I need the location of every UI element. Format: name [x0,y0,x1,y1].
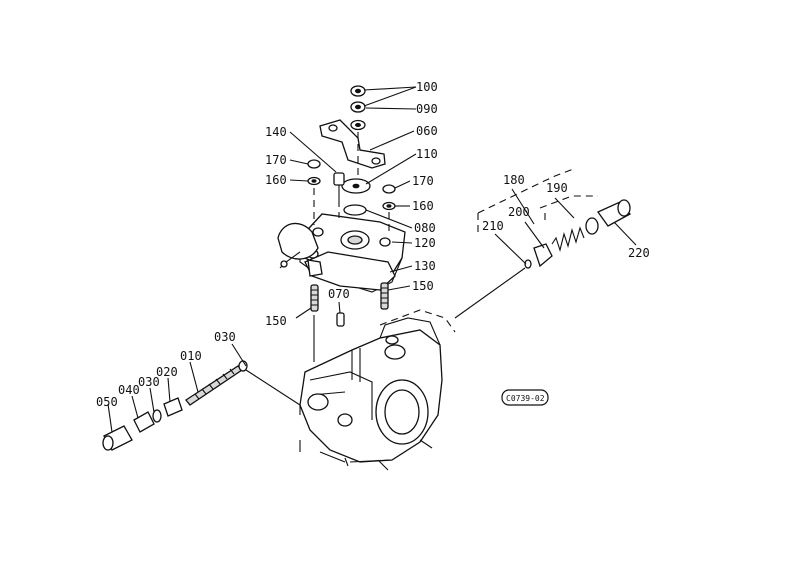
stud-left [310,284,319,312]
callout-030-bottom: 030 [138,375,160,389]
housing-dashed-outline [379,309,456,333]
callout-060: 060 [416,124,438,138]
stud-right [380,282,389,310]
callout-020: 020 [156,365,178,379]
callout-170-left: 170 [265,153,287,167]
callout-100: 100 [416,80,438,94]
nut-washer-stack [350,85,366,131]
injection-pump-housing [299,317,443,471]
callout-040: 040 [118,383,140,397]
leader-lines [107,86,637,433]
assembly-dashed-lines [313,132,390,236]
callout-080: 080 [414,221,436,235]
right-assembly [454,167,632,319]
left-shaft-assembly [102,360,301,451]
drawing-code-badge: C0739-02 [501,389,549,406]
stop-lever [277,222,323,277]
callout-160-right: 160 [412,199,434,213]
callout-090: 090 [416,102,438,116]
callout-170-right: 170 [412,174,434,188]
callout-140: 140 [265,125,287,139]
callout-070: 070 [328,287,350,301]
o-ring-washer [343,204,367,216]
nut-right [382,184,396,194]
callout-150-right: 150 [412,279,434,293]
callout-labels: 100 090 060 140 110 170 160 170 160 080 … [96,80,650,409]
cap-bolt [333,172,345,200]
drawing-code: C0739-02 [506,394,545,403]
callout-010: 010 [180,349,202,363]
callout-120: 120 [414,236,436,250]
callout-050: 050 [96,395,118,409]
callout-180: 180 [503,173,525,187]
callout-160-left: 160 [265,173,287,187]
bracket-plate [319,119,386,169]
callout-110: 110 [416,147,438,161]
callout-130: 130 [414,259,436,273]
callout-210: 210 [482,219,504,233]
callout-150-left: 150 [265,314,287,328]
callout-030-top: 030 [214,330,236,344]
callout-220: 220 [628,246,650,260]
nut-left [307,159,321,169]
callout-200: 200 [508,205,530,219]
callout-190: 190 [546,181,568,195]
spring-pin [336,312,345,327]
